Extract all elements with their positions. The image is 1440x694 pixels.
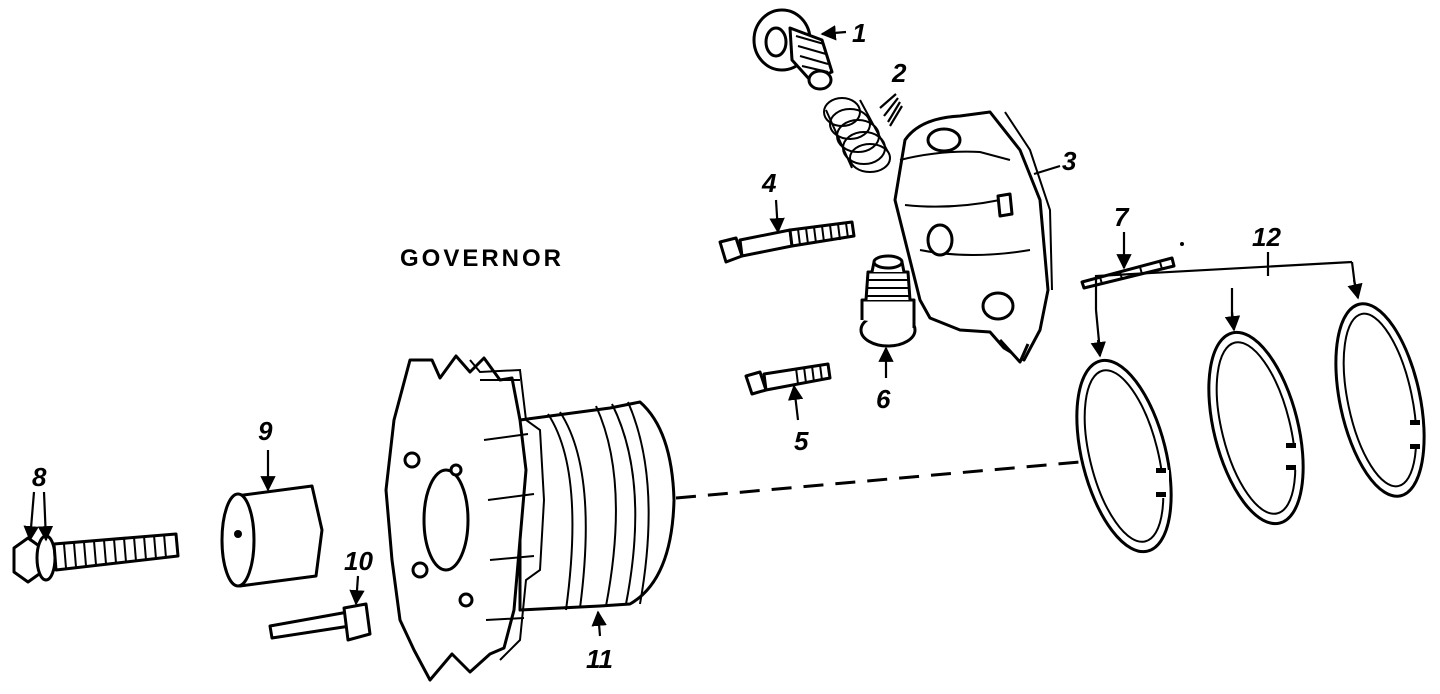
leader-lines <box>23 25 1363 637</box>
part-7-pin <box>1080 242 1184 290</box>
part-2-spring <box>823 97 891 173</box>
callout-9: 9 <box>258 416 273 446</box>
callout-5: 5 <box>794 426 809 456</box>
callout-2: 2 <box>891 58 907 88</box>
part-11-governor-hub <box>384 354 676 682</box>
snap-ring-3 <box>1334 302 1426 498</box>
callout-3: 3 <box>1062 146 1077 176</box>
part-5-bolt <box>744 362 832 396</box>
part-1-plug <box>752 8 834 91</box>
diagram-title: GOVERNOR <box>400 245 564 272</box>
callout-6: 6 <box>876 384 891 414</box>
center-axis-dashed-line <box>675 460 1081 500</box>
part-4-bolt <box>718 220 856 264</box>
callout-11: 11 <box>586 644 613 674</box>
part-10-pin <box>268 602 372 642</box>
part-12-snap-rings <box>1075 302 1426 554</box>
part-9-weight <box>220 484 324 588</box>
callout-12: 12 <box>1252 222 1281 252</box>
part-3-governor-body <box>893 110 1053 364</box>
callout-8: 8 <box>32 462 47 492</box>
callout-labels: 1 2 3 4 5 6 7 8 9 10 11 12 <box>32 18 1281 674</box>
snap-ring-1 <box>1075 358 1173 554</box>
callout-4: 4 <box>761 168 777 198</box>
part-8-bolt-washer <box>12 532 180 584</box>
snap-ring-2 <box>1207 330 1305 526</box>
callout-10: 10 <box>344 546 373 576</box>
part-6-valve <box>859 254 917 348</box>
callout-1: 1 <box>852 18 866 48</box>
callout-7: 7 <box>1114 202 1130 232</box>
